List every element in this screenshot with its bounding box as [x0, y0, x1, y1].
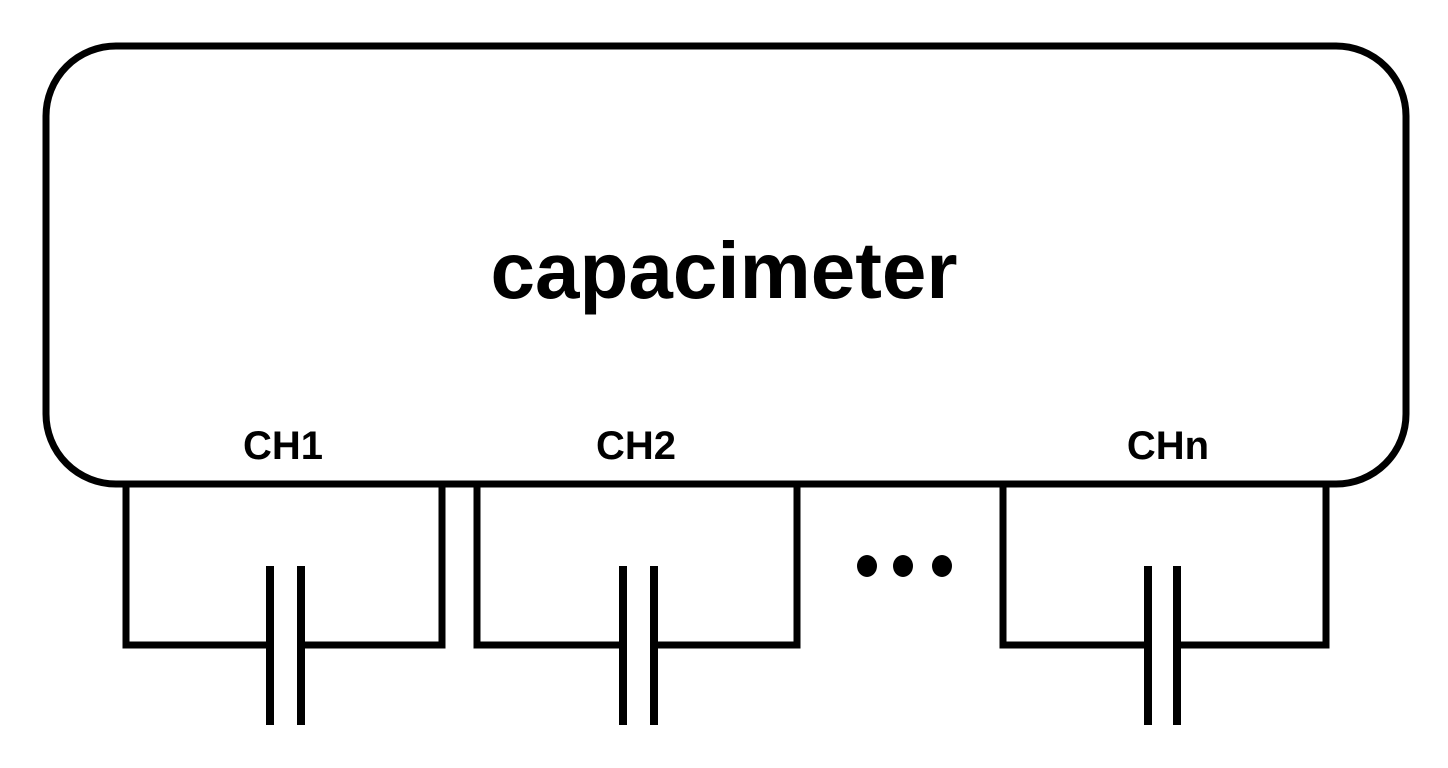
- wire-right: [1180, 484, 1330, 649]
- dot: [857, 555, 877, 577]
- channel-label: CHn: [1127, 424, 1209, 468]
- dot: [932, 555, 952, 577]
- wire-right: [655, 484, 801, 649]
- ellipsis-dots: [857, 555, 952, 577]
- capacimeter-box: [42, 42, 1410, 488]
- channel-label: CH2: [596, 424, 676, 468]
- channel-1: CH1: [122, 424, 446, 725]
- wire-right: [302, 484, 446, 649]
- channel-2: CH2: [473, 424, 801, 725]
- device-label: capacimeter: [491, 226, 958, 315]
- dot: [893, 555, 913, 577]
- channel-label: CH1: [243, 424, 323, 468]
- channel-n: CHn: [999, 424, 1330, 725]
- wire-left: [473, 484, 619, 649]
- wire-left: [999, 484, 1144, 649]
- wire-left: [122, 484, 266, 649]
